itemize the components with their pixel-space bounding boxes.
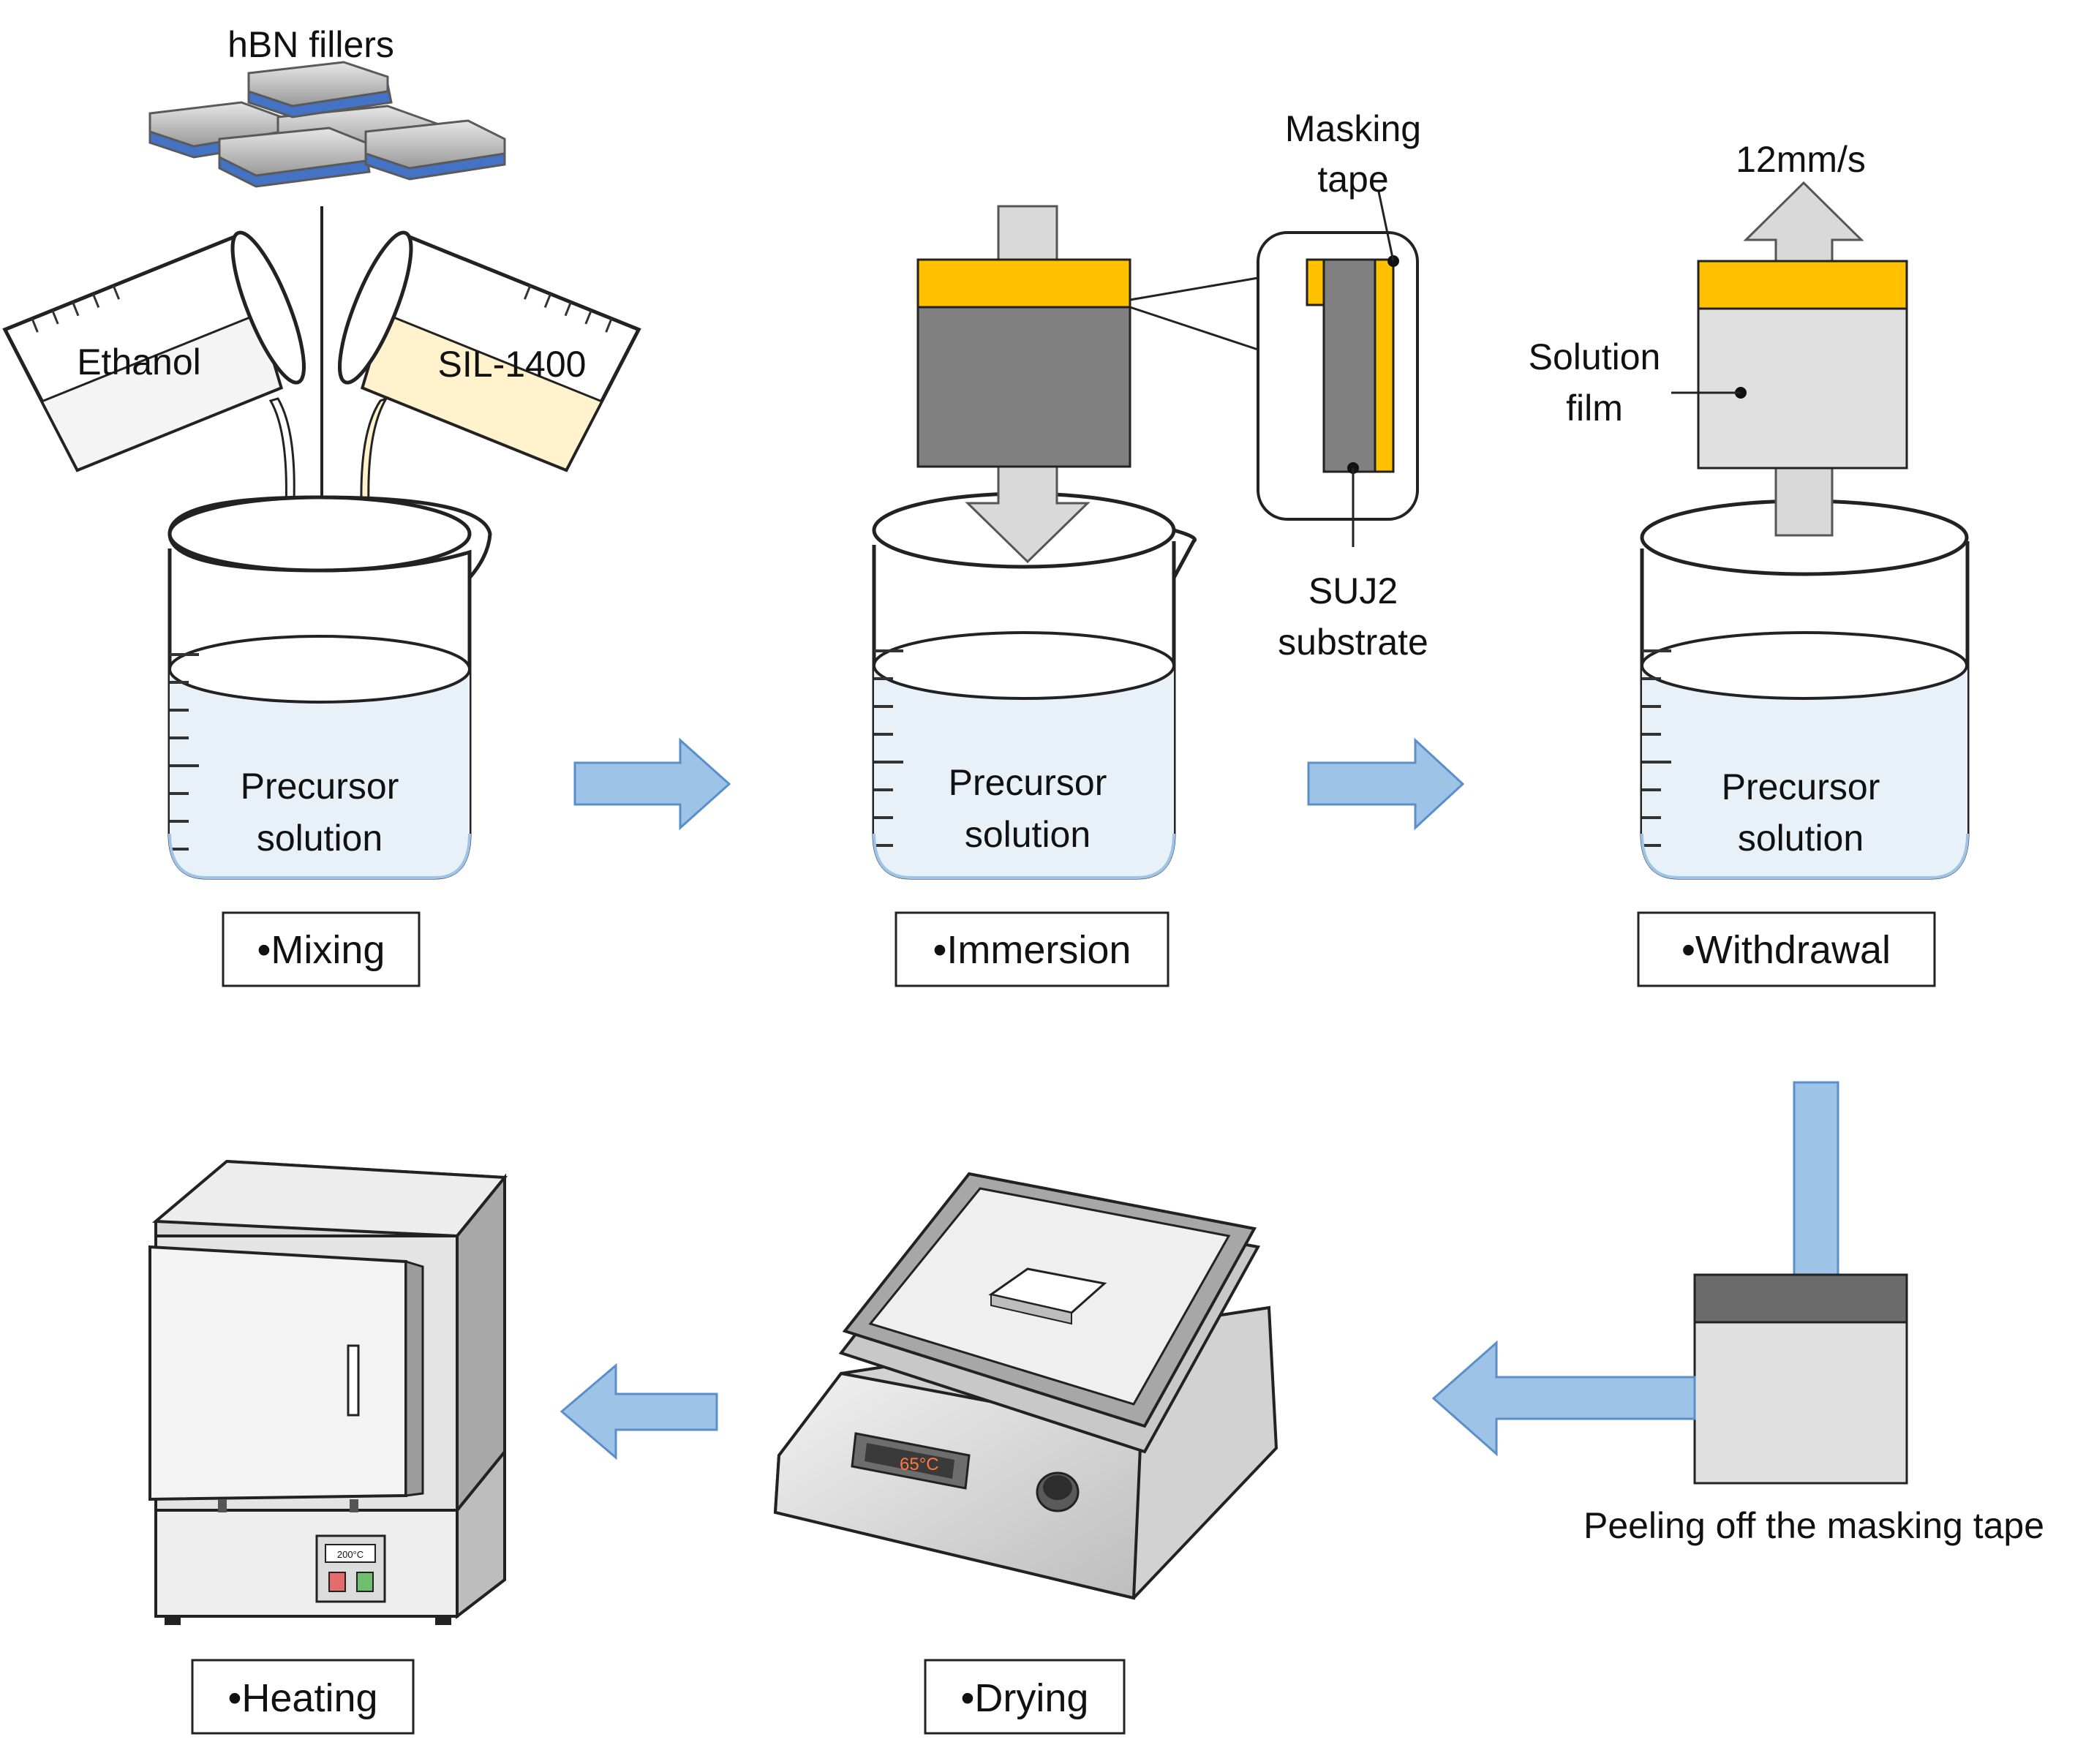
hotplate-display: 65°C xyxy=(900,1455,939,1474)
immersion-stage: Precursor solution Masking tape SUJ2 sub… xyxy=(872,108,1428,987)
solution-film-label-line1: Solution xyxy=(1529,336,1661,377)
immersion-step-box xyxy=(895,911,1170,987)
hbn-flakes-icon xyxy=(148,61,506,188)
peeling-stage: Peeling off the masking tape xyxy=(1431,1081,2044,1546)
withdrawal-solution-line2: solution xyxy=(1738,818,1864,859)
flow-arrow-1-icon xyxy=(573,737,731,831)
hbn-fillers-label: hBN fillers xyxy=(227,24,394,65)
drying-step-box xyxy=(924,1659,1126,1735)
sil-1400-label: SIL-1400 xyxy=(438,344,587,385)
mixing-beaker-icon xyxy=(167,495,492,880)
immersion-substrate xyxy=(916,304,1131,468)
heating-step-label: •Heating xyxy=(227,1676,377,1720)
peeling-caption: Peeling off the masking tape xyxy=(1583,1505,2044,1546)
immersion-solution-line2: solution xyxy=(965,814,1091,855)
flow-arrow-3-icon xyxy=(1431,1340,1696,1457)
withdrawal-solution-line1: Precursor xyxy=(1722,766,1880,807)
withdrawal-masking-tape xyxy=(1697,260,1908,310)
withdrawal-beaker-icon xyxy=(1640,499,1970,880)
withdrawal-speed-label: 12mm/s xyxy=(1736,139,1866,180)
substrate-cross-section-inset xyxy=(1257,191,1419,547)
peeled-top-edge xyxy=(1693,1273,1908,1324)
flow-arrow-4-icon xyxy=(560,1362,718,1460)
masking-tape-label-line1: Masking xyxy=(1285,108,1421,149)
ethanol-label: Ethanol xyxy=(77,342,201,382)
heating-stage: 200°C •Heating xyxy=(148,1159,508,1735)
heating-step-box xyxy=(191,1659,415,1735)
sil-cup-icon xyxy=(338,230,641,546)
withdrawal-step-box xyxy=(1637,911,1936,987)
immersion-step-label: •Immersion xyxy=(933,928,1131,972)
hot-plate-icon: 65°C xyxy=(773,1172,1278,1600)
withdrawal-step-label: •Withdrawal xyxy=(1681,928,1891,972)
suj2-label-line2: substrate xyxy=(1278,622,1428,663)
immersion-masking-tape xyxy=(916,258,1131,309)
flow-arrow-2-icon xyxy=(1307,737,1465,831)
furnace-display: 200°C xyxy=(337,1549,364,1560)
suj2-label-line1: SUJ2 xyxy=(1308,570,1398,611)
immersion-solution-line1: Precursor xyxy=(949,762,1107,803)
furnace-icon: 200°C xyxy=(148,1159,508,1625)
peel-vertical-arrow-shaft xyxy=(1793,1081,1839,1278)
mixing-solution-line1: Precursor xyxy=(241,766,399,807)
solution-film-label-line2: film xyxy=(1566,388,1623,429)
mixing-step-label: •Mixing xyxy=(257,928,385,972)
masking-tape-label-line2: tape xyxy=(1317,159,1388,200)
drying-stage: 65°C •Drying xyxy=(773,1172,1278,1735)
mixing-solution-line2: solution xyxy=(257,818,383,859)
drying-step-label: •Drying xyxy=(961,1676,1089,1720)
mixing-stage: hBN fillers xyxy=(2,24,641,987)
solution-film-substrate xyxy=(1697,306,1908,470)
mixing-step-box xyxy=(222,911,421,987)
withdrawal-stage: Precursor solution 12mm/s Solution film … xyxy=(1529,139,1970,987)
